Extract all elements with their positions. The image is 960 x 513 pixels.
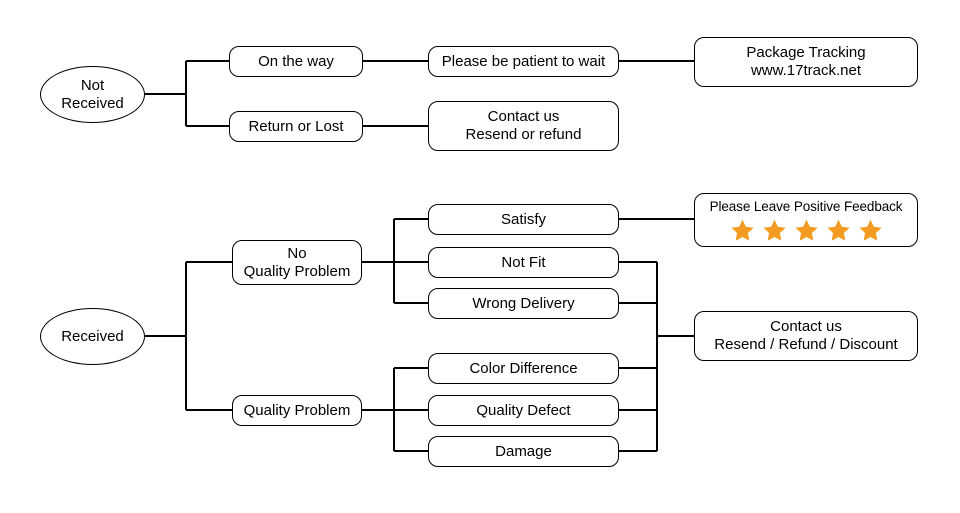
node-not-fit-label: Not Fit xyxy=(501,253,546,271)
node-not-received[interactable]: Not Received xyxy=(40,66,145,123)
node-received[interactable]: Received xyxy=(40,308,145,365)
node-received-line1: Received xyxy=(61,327,124,345)
node-wrong-delivery[interactable]: Wrong Delivery xyxy=(428,288,619,319)
node-positive-feedback[interactable]: Please Leave Positive Feedback xyxy=(694,193,918,247)
node-not-received-line1: Not xyxy=(80,76,105,94)
node-quality-defect[interactable]: Quality Defect xyxy=(428,395,619,426)
node-color-difference[interactable]: Color Difference xyxy=(428,353,619,384)
node-package-tracking-line1: Package Tracking xyxy=(746,44,866,62)
node-not-received-line2: Received xyxy=(61,94,124,112)
node-package-tracking-line2: www.17track.net xyxy=(750,62,862,79)
node-no-quality-problem-line2: Quality Problem xyxy=(243,262,351,280)
node-return-or-lost[interactable]: Return or Lost xyxy=(229,111,363,142)
node-contact-resend-refund-line2: Resend or refund xyxy=(465,126,582,143)
star-rating[interactable] xyxy=(730,218,883,243)
node-contact-discount-line2: Resend / Refund / Discount xyxy=(714,336,898,353)
star-icon[interactable] xyxy=(858,218,883,243)
node-satisfy[interactable]: Satisfy xyxy=(428,204,619,235)
star-icon[interactable] xyxy=(826,218,851,243)
node-quality-problem-label: Quality Problem xyxy=(243,401,351,419)
node-please-be-patient-label: Please be patient to wait xyxy=(441,52,606,70)
star-icon[interactable] xyxy=(794,218,819,243)
node-damage-label: Damage xyxy=(495,442,552,460)
node-wrong-delivery-label: Wrong Delivery xyxy=(472,294,575,312)
node-damage[interactable]: Damage xyxy=(428,436,619,467)
node-on-the-way-label: On the way xyxy=(258,52,334,70)
feedback-title: Please Leave Positive Feedback xyxy=(709,199,903,214)
node-return-or-lost-label: Return or Lost xyxy=(248,117,344,135)
node-contact-resend-refund[interactable]: Contact us Resend or refund xyxy=(428,101,619,151)
node-satisfy-label: Satisfy xyxy=(500,210,546,228)
node-please-be-patient[interactable]: Please be patient to wait xyxy=(428,46,619,77)
node-color-difference-label: Color Difference xyxy=(469,359,578,377)
node-contact-discount-line1: Contact us xyxy=(770,318,842,336)
node-package-tracking[interactable]: Package Tracking www.17track.net xyxy=(694,37,918,87)
node-quality-defect-label: Quality Defect xyxy=(476,401,571,419)
star-icon[interactable] xyxy=(762,218,787,243)
star-icon[interactable] xyxy=(730,218,755,243)
node-contact-resend-refund-discount[interactable]: Contact us Resend / Refund / Discount xyxy=(694,311,918,361)
node-no-quality-problem-line1: No xyxy=(287,244,307,262)
node-quality-problem[interactable]: Quality Problem xyxy=(232,395,362,426)
node-on-the-way[interactable]: On the way xyxy=(229,46,363,77)
node-no-quality-problem[interactable]: No Quality Problem xyxy=(232,240,362,285)
node-contact-resend-refund-line1: Contact us xyxy=(487,108,560,126)
node-not-fit[interactable]: Not Fit xyxy=(428,247,619,278)
